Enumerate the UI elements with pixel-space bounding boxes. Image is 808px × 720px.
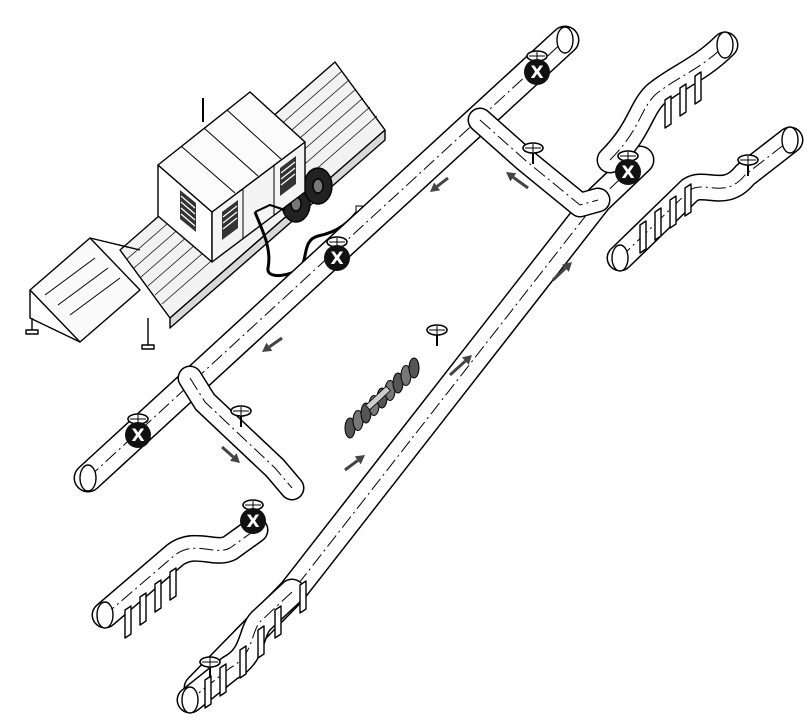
pipe-support-stand [694,71,702,105]
closed-valve-mark: X [330,249,343,269]
pipe-support-stand [654,207,662,241]
pipe-supports [124,71,702,709]
pipe-support-stand [169,567,177,601]
pipe-support-stand [219,663,227,697]
pipe-end-cap [611,244,629,272]
pig-disc [408,357,420,379]
branch-lower-left-b [176,578,306,714]
pipe-support-stand [299,580,307,614]
pipe-support-stand [684,183,692,217]
closed-valve-marker-icon: X [125,422,151,448]
pipe-support-stand [257,625,265,659]
pipeline-pig-icon [344,357,420,439]
pipe-network [73,25,804,714]
flow-arrow-icon [262,336,283,352]
flow-arrow-icon [221,445,240,463]
pipe-support-stand [124,605,132,639]
valve-group: X X X X X [125,50,759,678]
pipe-support-stand [274,605,282,639]
gate-valve-icon[interactable] [199,656,221,678]
flow-arrow-icon [506,172,529,190]
pipe-support-stand [139,592,147,626]
closed-valve-marker-icon: X [524,59,550,85]
pipe-end-cap [781,126,799,154]
pipe-support-stand [204,675,212,709]
crossover-upper [467,107,611,218]
branch-lower-left-a [91,516,269,629]
crossover-lower [177,365,305,501]
flow-arrow-icon [551,262,572,282]
closed-valve-marker-icon: X [324,245,350,271]
gate-valve-icon[interactable] [326,236,348,258]
closed-valve-marker-icon: X [240,508,266,534]
pipe-end-cap [181,686,199,714]
generator-enclosure-icon [157,91,306,263]
closed-valve-marker-icon: X [615,159,641,185]
gate-valve-icon[interactable] [737,154,759,176]
gate-valve-icon[interactable] [426,324,448,346]
closed-valve-mark: X [530,63,543,83]
branch-upper-right-a [596,31,739,174]
pipe-support-stand [639,220,647,254]
pipe-end-cap [79,464,97,492]
pipe-support-stand [679,83,687,117]
closed-valve-mark: X [246,512,259,532]
pipe-end-cap [716,31,734,59]
pipe-support-stand [669,195,677,229]
closed-valve-mark: X [131,426,144,446]
pipe-end-cap [556,26,574,54]
flow-arrow-icon [344,455,365,472]
pipe-support-stand [154,579,162,613]
pipe-support-stand [664,95,672,129]
flow-arrow-group [221,172,572,472]
gate-valve-icon[interactable] [522,142,544,164]
flow-arrow-icon [430,176,449,192]
pig-body [365,385,391,411]
gate-valve-icon[interactable] [230,405,252,427]
pipe-support-stand [239,645,247,679]
closed-valve-mark: X [621,163,634,183]
pipe-end-cap [96,601,114,629]
flow-arrow-icon [448,355,472,377]
